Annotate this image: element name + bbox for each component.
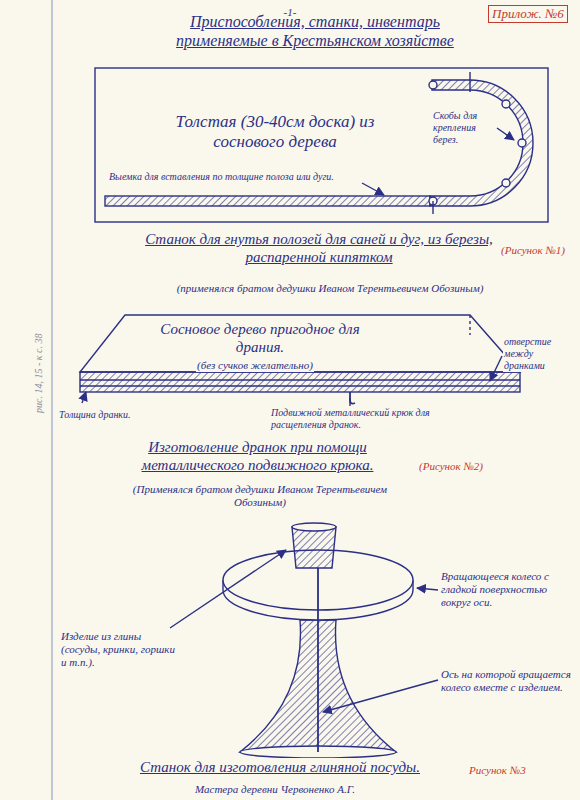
part-label: Толщина дранки. (58, 409, 132, 421)
appendix-mark-holder: Прилож. №6 (488, 4, 572, 23)
figure-number-holder: (Рисунок №2) (418, 456, 500, 474)
hook (350, 392, 355, 404)
title: Приспособления, станки, инвентарь примен… (150, 12, 480, 50)
figure-caption-holder: Станок для изготовления глиняной посуды. (110, 758, 450, 776)
figure-number: (Рисунок №1) (500, 244, 566, 257)
block-top (80, 315, 520, 372)
page-number-holder: -1- (275, 2, 305, 20)
peg (429, 81, 437, 89)
figure-caption-holder: Изготовление дранок при помощи металличе… (105, 438, 410, 474)
leader-line (82, 392, 86, 403)
part-label: Подвижной металлический крюк для расщепл… (270, 407, 485, 431)
note: (Применялся братом дедушки Иваном Терент… (110, 483, 410, 509)
margin-line (51, 0, 52, 800)
archive-note: рис. 14, 15 - к с. 38 (33, 333, 45, 414)
part-label-holder: Сосновое дерево пригодное для драния. (140, 320, 380, 356)
figure-caption: Станок для изготовления глиняной посуды. (139, 758, 421, 776)
part-label-holder: отверстие между дранками (503, 336, 575, 373)
clay-vessel (292, 527, 336, 568)
bolt (469, 72, 470, 92)
peg (518, 139, 526, 147)
part-label-holder: Толстая (30-40см доска) из соснового дер… (140, 112, 410, 153)
part-label: Изделие из глины (сосуды, кринки, горшки… (60, 630, 178, 670)
figure-caption: Станок для гнутья полозей для саней и ду… (140, 230, 498, 266)
leader-line (497, 128, 514, 140)
note-holder: (Применялся братом дедушки Иваном Терент… (110, 483, 410, 510)
figure-number-holder: (Рисунок №1) (500, 240, 576, 258)
figure-caption-holder: Станок для гнутья полозей для саней и ду… (140, 230, 498, 266)
note-holder: Мастера деревни Червоненко А.Г. (120, 779, 430, 797)
part-label-holder: (без сучков желательно) (165, 355, 345, 373)
part-label-holder: Вращающееся колесо с гладкой поверхность… (440, 570, 574, 610)
leader-line (490, 356, 502, 381)
figure-number: (Рисунок №2) (418, 460, 484, 473)
part-label: Ось на которой вращается колесо вместе с… (440, 668, 574, 694)
pine-block (80, 315, 520, 406)
potter-wheel (170, 523, 438, 758)
part-label: Толстая (30-40см доска) из соснового дер… (140, 112, 410, 153)
bending-jig (95, 68, 548, 222)
figure-caption: Изготовление дранок при помощи металличе… (105, 438, 410, 474)
part-label-holder: Ось на которой вращается колесо вместе с… (440, 668, 574, 695)
leader-line (417, 588, 438, 590)
figure-number-holder: Рисунок №3 (468, 760, 560, 778)
leader-line (362, 183, 384, 195)
leader-line (349, 398, 350, 406)
archive-note-holder: рис. 14, 15 - к с. 38 (28, 284, 46, 414)
peg (502, 179, 510, 187)
axle (317, 568, 319, 752)
part-label-holder: Выемка для вставления по толщине полоза … (108, 166, 360, 184)
part-label: Скобы для крепления берез. (432, 110, 494, 146)
shingle-layers (80, 372, 520, 392)
leader-line (323, 680, 438, 712)
part-label-holder: Изделие из глины (сосуды, кринки, горшки… (60, 630, 178, 670)
part-label-holder: Толщина дранки. (58, 404, 138, 422)
figure-frame (95, 68, 548, 222)
note: Мастера деревни Червоненко А.Г. (194, 783, 356, 796)
part-label: (без сучков желательно) (196, 359, 314, 372)
page-number: -1- (283, 6, 298, 19)
note-holder: (применялся братом дедушки Иваном Терент… (170, 278, 490, 296)
leader-line (170, 550, 286, 628)
figure-number: Рисунок №3 (468, 764, 527, 777)
part-label: Вращающееся колесо с гладкой поверхность… (440, 570, 574, 610)
note: (применялся братом дедушки Иваном Терент… (176, 282, 485, 295)
part-label: отверстие между дранками (503, 336, 575, 372)
title-holder: Приспособления, станки, инвентарь примен… (150, 12, 480, 50)
board-strip (105, 196, 430, 206)
peg (502, 100, 510, 108)
part-label: Выемка для вставления по толщине полоза … (108, 171, 335, 183)
bent-runner (430, 80, 533, 206)
part-label-holder: Скобы для крепления берез. (432, 110, 494, 147)
bolt (432, 201, 433, 214)
part-label: Сосновое дерево пригодное для драния. (140, 320, 380, 356)
part-label-holder: Подвижной металлический крюк для расщепл… (270, 407, 485, 432)
appendix-mark: Прилож. №6 (488, 5, 568, 23)
